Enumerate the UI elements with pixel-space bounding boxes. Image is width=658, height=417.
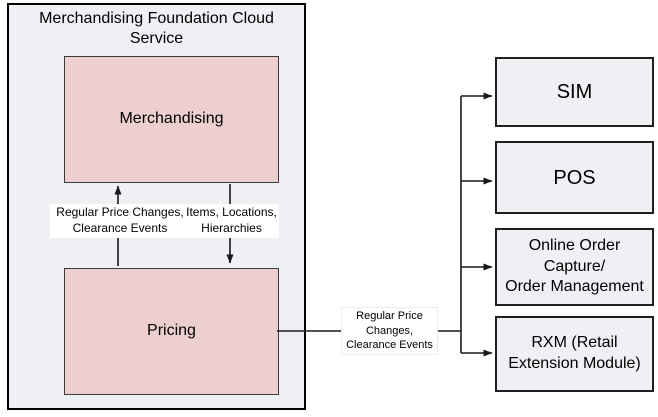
node-online-order-capture-label: Online Order Capture/ Order Management — [505, 236, 644, 296]
edge-label-pricing-to-merchandising: Regular Price Changes, Clearance Events — [50, 204, 190, 238]
node-rxm-label: RXM (Retail Extension Module) — [508, 334, 641, 372]
edge-label-merchandising-to-pricing: Items, Locations, Hierarchies — [184, 204, 279, 238]
node-pos-label: POS — [553, 166, 596, 189]
node-merchandising: Merchandising — [64, 56, 279, 183]
node-pricing-label: Pricing — [147, 322, 196, 340]
node-sim: SIM — [495, 57, 654, 127]
edge-label-pricing-to-systems: Regular Price Changes, Clearance Events — [341, 307, 438, 355]
node-pricing: Pricing — [64, 268, 279, 395]
group-title: Merchandising Foundation Cloud Service — [39, 10, 274, 47]
node-rxm: RXM (Retail Extension Module) — [495, 316, 654, 392]
node-pos: POS — [495, 141, 654, 214]
node-merchandising-label: Merchandising — [119, 110, 224, 128]
node-online-order-capture: Online Order Capture/ Order Management — [495, 228, 654, 306]
node-sim-label: SIM — [556, 81, 593, 103]
